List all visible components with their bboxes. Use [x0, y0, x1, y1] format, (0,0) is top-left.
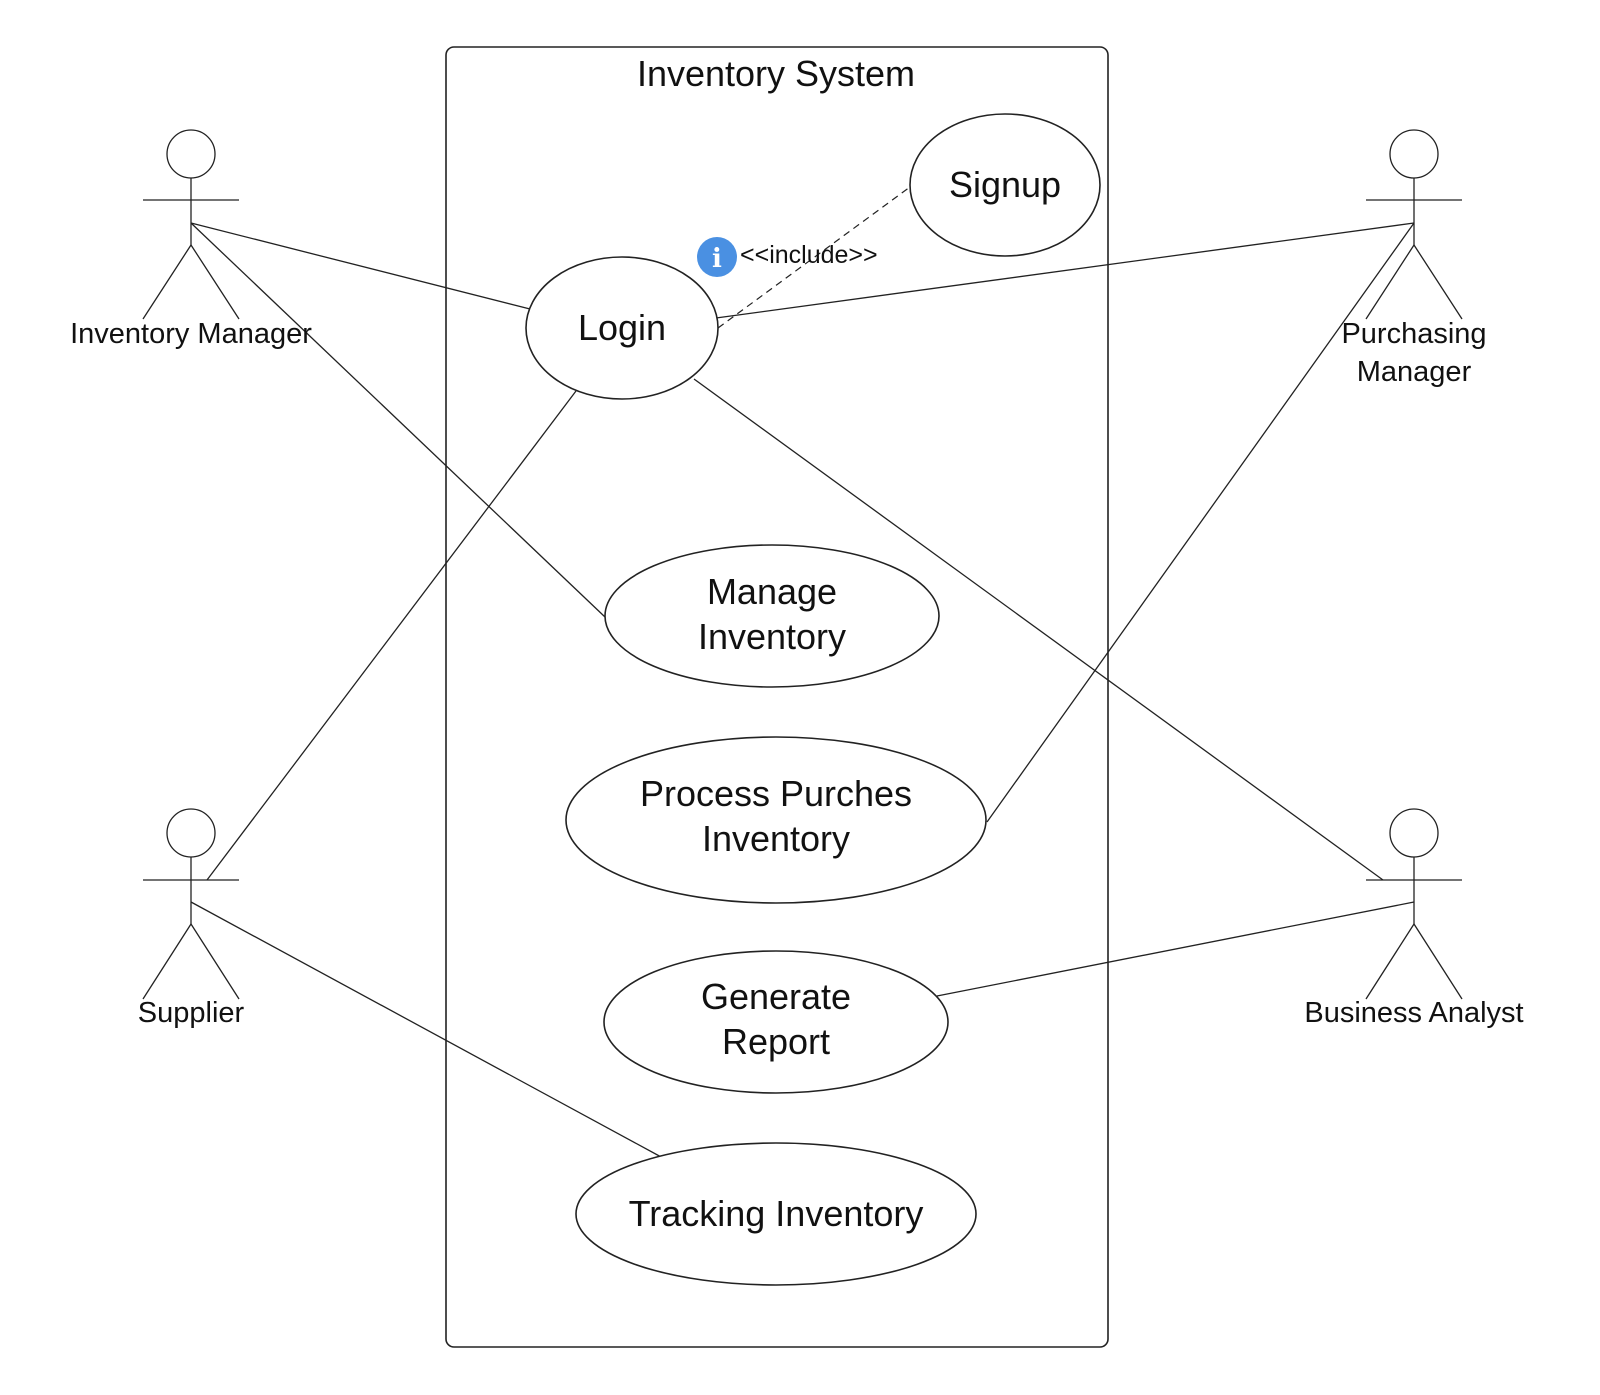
actor-business-analyst-head[interactable] [1389, 808, 1439, 858]
use-case-manage-inventory-label-line1: Manage [707, 571, 837, 612]
info-icon[interactable] [697, 237, 737, 277]
actor-business-analyst-label: Business Analyst [1304, 997, 1523, 1029]
actor-inventory-manager[interactable]: Inventory Manager [70, 129, 312, 350]
include-label: <<include>> [740, 241, 878, 269]
actor-supplier-leg-right [190, 923, 240, 1000]
actor-supplier-head[interactable] [166, 808, 216, 858]
use-case-signup-shape[interactable] [909, 113, 1101, 257]
actor-business-analyst-leg-right [1413, 923, 1463, 1000]
actor-purchasing-manager-leg-right [1413, 244, 1463, 320]
use-case-login[interactable]: Login [525, 256, 719, 400]
use-case-process-purchase-label-line1: Process Purches [640, 773, 912, 814]
assoc-inventory-manager-login[interactable] [190, 222, 531, 310]
info-badge[interactable]: i [697, 237, 737, 277]
actor-purchasing-manager-leg-left [1365, 244, 1415, 320]
assoc-business-analyst-generate-report[interactable] [936, 901, 1415, 997]
use-case-tracking-inventory-shape[interactable] [575, 1142, 977, 1286]
use-case-tracking-inventory-label: Tracking Inventory [629, 1193, 924, 1234]
use-case-process-purchase-shape[interactable] [565, 736, 987, 904]
use-case-login-label: Login [578, 307, 666, 348]
actor-supplier-leg-left [142, 923, 192, 1000]
use-case-generate-report-shape[interactable] [603, 950, 949, 1094]
assoc-supplier-login[interactable] [206, 390, 577, 881]
actor-purchasing-manager[interactable]: Purchasing Manager [1341, 129, 1487, 388]
use-case-login-shape[interactable] [525, 256, 719, 400]
actor-inventory-manager-head[interactable] [166, 129, 216, 179]
use-case-signup[interactable]: Signup [909, 113, 1101, 257]
use-case-manage-inventory[interactable]: Manage Inventory [604, 544, 940, 688]
use-case-generate-report[interactable]: Generate Report [603, 950, 949, 1094]
actor-supplier-label: Supplier [138, 997, 245, 1029]
include-dependency-line[interactable] [717, 186, 911, 329]
system-boundary [445, 46, 1109, 1348]
actor-inventory-manager-leg-left [142, 244, 192, 320]
use-case-manage-inventory-shape[interactable] [604, 544, 940, 688]
use-case-process-purchase[interactable]: Process Purches Inventory [565, 736, 987, 904]
actor-supplier[interactable]: Supplier [138, 808, 245, 1029]
use-case-tracking-inventory[interactable]: Tracking Inventory [575, 1142, 977, 1286]
assoc-purchasing-manager-login[interactable] [715, 222, 1415, 319]
actor-purchasing-manager-label-line2: Manager [1357, 356, 1472, 388]
use-case-generate-report-label-line2: Report [722, 1021, 830, 1062]
use-case-process-purchase-label-line2: Inventory [702, 818, 850, 859]
use-case-manage-inventory-label-line2: Inventory [698, 616, 846, 657]
actor-inventory-manager-label: Inventory Manager [70, 318, 312, 350]
actor-business-analyst-leg-left [1365, 923, 1415, 1000]
use-case-generate-report-label-line1: Generate [701, 976, 851, 1017]
use-case-signup-label: Signup [949, 164, 1061, 205]
info-icon-glyph: i [712, 244, 722, 274]
system-title: Inventory System [637, 53, 915, 94]
actor-business-analyst[interactable]: Business Analyst [1304, 808, 1524, 1029]
actor-purchasing-manager-label-line1: Purchasing [1341, 318, 1486, 350]
associations [190, 222, 1415, 1159]
actor-purchasing-manager-head[interactable] [1389, 129, 1439, 179]
assoc-supplier-tracking-inventory[interactable] [190, 901, 664, 1159]
assoc-inventory-manager-manage-inventory[interactable] [190, 222, 606, 618]
assoc-login-business-analyst[interactable] [693, 378, 1384, 881]
assoc-purchasing-manager-process-purchase[interactable] [986, 222, 1415, 823]
actor-inventory-manager-leg-right [190, 244, 240, 320]
